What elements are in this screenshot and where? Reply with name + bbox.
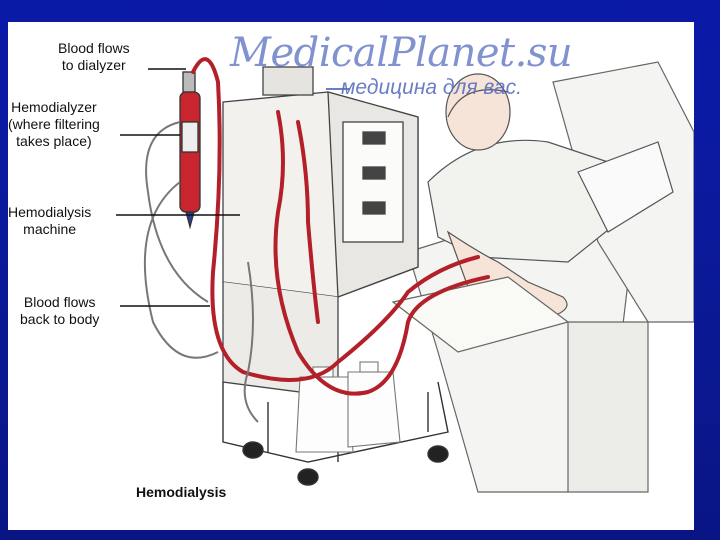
label-hemodialyzer: Hemodialyzer (where filtering takes plac… (8, 99, 100, 150)
label-blood-to-dialyzer: Blood flows to dialyzer (58, 40, 130, 74)
label-line: Blood flows (20, 294, 99, 311)
pointer-lines (116, 69, 240, 306)
label-line: takes place) (8, 133, 100, 150)
label-line: machine (8, 221, 91, 238)
label-hemodialysis-machine: Hemodialysis machine (8, 204, 91, 238)
watermark-subtitle: медицина для вас. (341, 76, 522, 100)
label-line: to dialyzer (58, 57, 130, 74)
watermark-title: MedicalPlanet.su (230, 30, 572, 76)
label-line: back to body (20, 311, 99, 328)
label-line: Blood flows (58, 40, 130, 57)
label-blood-back-to-body: Blood flows back to body (20, 294, 99, 328)
hemodialyzer-column (180, 72, 200, 227)
figure-caption: Hemodialysis (136, 484, 226, 500)
figure-panel: MedicalPlanet.su медицина для вас. Blood… (8, 22, 694, 530)
label-line: (where filtering (8, 116, 100, 133)
label-line: Hemodialysis (8, 204, 91, 221)
label-line: Hemodialyzer (8, 99, 100, 116)
